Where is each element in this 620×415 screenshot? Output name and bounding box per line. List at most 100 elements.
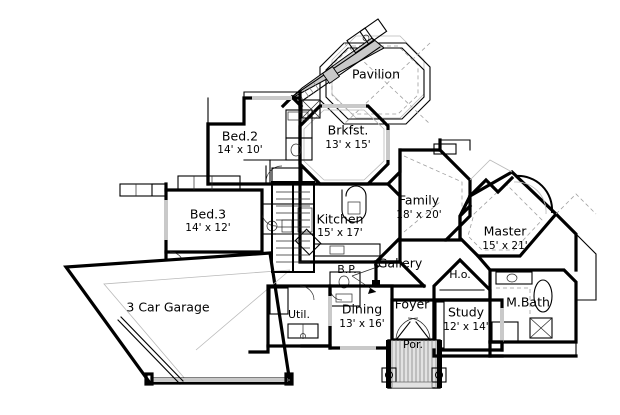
family-niche <box>433 143 457 155</box>
room-label-study: Study <box>448 305 485 320</box>
walkway-rail-b <box>298 46 381 104</box>
room-label-master: Master <box>484 224 528 239</box>
master-suite <box>444 170 559 258</box>
foyer-door-leaf-b <box>415 321 431 341</box>
family-ceiling-b <box>403 201 441 233</box>
garage-jamb-left <box>144 372 154 386</box>
master-bath <box>475 253 578 344</box>
foyer-door-swing-a <box>395 317 419 341</box>
toilet-fixture-c <box>338 275 350 289</box>
cooktop <box>347 201 361 215</box>
ghost-roof-master <box>469 159 513 181</box>
room-dim-brkfst: 13' x 15' <box>325 139 370 151</box>
breakfast-window <box>322 104 366 108</box>
garage-jamb-right <box>284 372 294 386</box>
garage-door-angled <box>117 316 184 385</box>
room-dim-dining: 13' x 16' <box>339 318 384 330</box>
family-wall-nw <box>385 148 402 187</box>
breakfast-inner-outline <box>303 109 385 181</box>
room-label-bed2: Bed.2 <box>222 129 258 144</box>
shower-a <box>301 99 321 119</box>
ext-wall-bed2-top <box>243 91 301 99</box>
room-label-gallery: Gallery <box>378 256 423 271</box>
ext-wall-dining-util <box>300 344 332 350</box>
master-wall-nw <box>444 203 473 242</box>
laundry-knob <box>300 333 306 339</box>
ext-wall-family-top <box>439 139 471 151</box>
shower-master <box>529 317 553 339</box>
porch-column-left <box>381 367 397 383</box>
ghost-detail-right <box>469 159 597 215</box>
pavilion-ridge-b <box>343 42 431 125</box>
room-label-mbath: M.Bath <box>506 295 550 310</box>
garage-bay-line-a <box>195 269 291 351</box>
room-label-family: Family <box>399 193 440 208</box>
mbath-sink <box>506 273 518 283</box>
room-dim-bed2: 14' x 10' <box>217 144 262 156</box>
ext-wall-study-bottom <box>432 348 504 358</box>
gallery-arrow-head <box>374 264 380 270</box>
bed3-closet <box>177 175 241 191</box>
tub-fixture <box>533 279 553 313</box>
mbath-vanity <box>495 271 533 285</box>
room-labels: 3 Car Garage Bed.2 14' x 10' Bed.3 14' x… <box>126 67 550 352</box>
room-label-kitchen: Kitchen <box>317 212 364 227</box>
ho-nook <box>432 257 492 302</box>
room-label-porch: Por. <box>403 338 423 351</box>
shower-a-diag2 <box>301 99 321 119</box>
bed2-window <box>252 96 292 100</box>
ho-wall <box>432 257 492 302</box>
gallery-arrow-head-b <box>368 288 376 294</box>
porch-wall-left <box>386 340 391 388</box>
study-window <box>500 308 504 342</box>
room-label-util: Util. <box>288 308 310 321</box>
front-porch <box>381 339 447 389</box>
room-label-brkfst: Brkfst. <box>328 123 369 138</box>
porch-column-left-core <box>384 370 394 380</box>
left-porch <box>119 183 167 197</box>
porch-column-right-core <box>434 370 444 380</box>
porch-decking <box>391 340 437 388</box>
room-label-garage: 3 Car Garage <box>126 300 210 315</box>
master-wall-n <box>467 175 515 199</box>
master-bay-inner <box>513 181 547 215</box>
sink-fixture-c <box>335 293 353 303</box>
foyer-door-swing-b <box>407 317 431 341</box>
mbath-closet <box>491 321 519 343</box>
room-label-pavilion: Pavilion <box>352 67 400 82</box>
stair-landing <box>271 167 303 183</box>
room-dim-master: 15' x 21' <box>482 240 527 252</box>
room-label-dining: Dining <box>342 302 382 317</box>
dining-window-b <box>340 346 376 350</box>
porch-wall-right <box>437 340 442 388</box>
ext-wall-far-right <box>575 233 597 301</box>
kitchen-island <box>341 185 367 223</box>
covered-walkway <box>280 18 388 109</box>
room-dim-bed3: 14' x 12' <box>185 222 230 234</box>
porch-step <box>391 381 433 389</box>
staircase <box>271 167 315 273</box>
foyer-door-leaf-a <box>395 321 411 341</box>
room-label-ho: H.o. <box>449 268 471 281</box>
hall-bath-b <box>285 137 313 161</box>
dining-window <box>328 296 332 326</box>
bed3-window <box>164 200 168 240</box>
room-dim-family: 18' x 20' <box>396 209 441 221</box>
room-label-foyer: Foyer <box>395 297 430 312</box>
mbath-wall <box>488 268 578 344</box>
ghost-roof-right <box>555 193 597 215</box>
walkway-pier <box>322 66 340 84</box>
ext-wall-study-mbath <box>488 340 504 352</box>
master-bay-window <box>514 174 554 214</box>
breakfast-window-right <box>386 130 390 160</box>
porch-column-right <box>431 367 447 383</box>
three-car-garage <box>63 251 294 386</box>
bath-cluster-upper <box>285 99 321 161</box>
vanity-a <box>287 111 309 121</box>
mbath-angle-wall <box>475 253 493 273</box>
room-dim-kitchen: 15' x 17' <box>317 227 362 239</box>
garage-door <box>151 377 289 383</box>
exterior-connections <box>207 90 597 358</box>
